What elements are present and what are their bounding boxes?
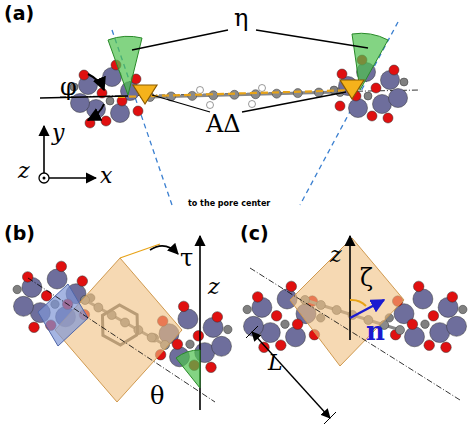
- atom: [101, 116, 111, 126]
- atom: [441, 342, 452, 353]
- atom: [186, 340, 194, 348]
- axis-label: z: [18, 160, 30, 182]
- atom: [41, 291, 52, 302]
- atom: [13, 285, 21, 293]
- atom: [249, 101, 256, 108]
- atom: [400, 78, 408, 86]
- atom: [197, 87, 204, 94]
- guide-lines: [60, 22, 420, 205]
- atom: [286, 327, 306, 347]
- atom: [349, 99, 368, 118]
- atom: [79, 70, 89, 80]
- angle-label: φ: [60, 75, 77, 99]
- atom: [111, 104, 130, 123]
- panel-b-marks: [28, 236, 215, 410]
- atom: [14, 296, 34, 316]
- atom: [259, 342, 270, 353]
- atom: [106, 97, 114, 105]
- atom: [405, 327, 425, 347]
- atom: [251, 90, 260, 99]
- atom: [243, 305, 251, 313]
- atom: [364, 92, 372, 100]
- atom: [413, 289, 433, 309]
- atom: [413, 281, 424, 292]
- vector-label: n: [366, 318, 385, 344]
- angle-label: ζ: [360, 266, 373, 290]
- angle-label: θ: [150, 384, 164, 408]
- atom: [272, 89, 281, 98]
- atom: [178, 309, 198, 329]
- atom: [314, 88, 323, 97]
- atom: [212, 336, 232, 356]
- panel-c-marks: [246, 236, 460, 424]
- note: to the pore center: [188, 200, 270, 208]
- axis-label: z: [208, 276, 220, 298]
- atom: [271, 311, 282, 322]
- length-label: L: [268, 352, 283, 374]
- atom: [293, 89, 302, 98]
- atom: [292, 319, 303, 330]
- atom: [133, 106, 143, 116]
- panel-label: (c): [240, 224, 269, 243]
- atom: [424, 340, 435, 351]
- angle-label: τ: [180, 246, 193, 270]
- atom: [337, 69, 347, 79]
- atom: [428, 311, 439, 322]
- atom: [335, 101, 345, 111]
- area-label: AΔ: [206, 112, 241, 136]
- atom: [77, 276, 88, 287]
- atom: [396, 326, 405, 335]
- atom: [259, 85, 266, 92]
- atom: [224, 325, 232, 333]
- atom: [389, 89, 408, 108]
- atom: [407, 319, 418, 330]
- atom: [383, 113, 393, 123]
- axis-label: z: [330, 244, 342, 266]
- atom: [276, 340, 287, 351]
- atom: [389, 65, 399, 75]
- axis-label: x: [100, 165, 112, 187]
- atom: [29, 322, 40, 333]
- atom: [447, 316, 467, 336]
- atom: [56, 261, 67, 272]
- atom: [286, 281, 297, 292]
- atom: [447, 292, 458, 303]
- atom: [206, 362, 217, 373]
- atom: [421, 320, 429, 328]
- atom: [47, 269, 67, 289]
- atom: [178, 301, 189, 312]
- atom: [207, 102, 214, 109]
- angle-marks: [39, 30, 388, 183]
- atom: [367, 111, 377, 121]
- atom: [252, 292, 263, 303]
- atom: [212, 312, 223, 323]
- atom: [172, 339, 183, 350]
- angle-label: η: [234, 6, 248, 30]
- panel-label: (a): [4, 4, 34, 23]
- axis-label: y: [52, 122, 64, 144]
- panel-label: (b): [4, 224, 35, 243]
- atom: [459, 305, 467, 313]
- atom: [193, 331, 204, 342]
- atom: [371, 83, 381, 93]
- atom: [281, 320, 289, 328]
